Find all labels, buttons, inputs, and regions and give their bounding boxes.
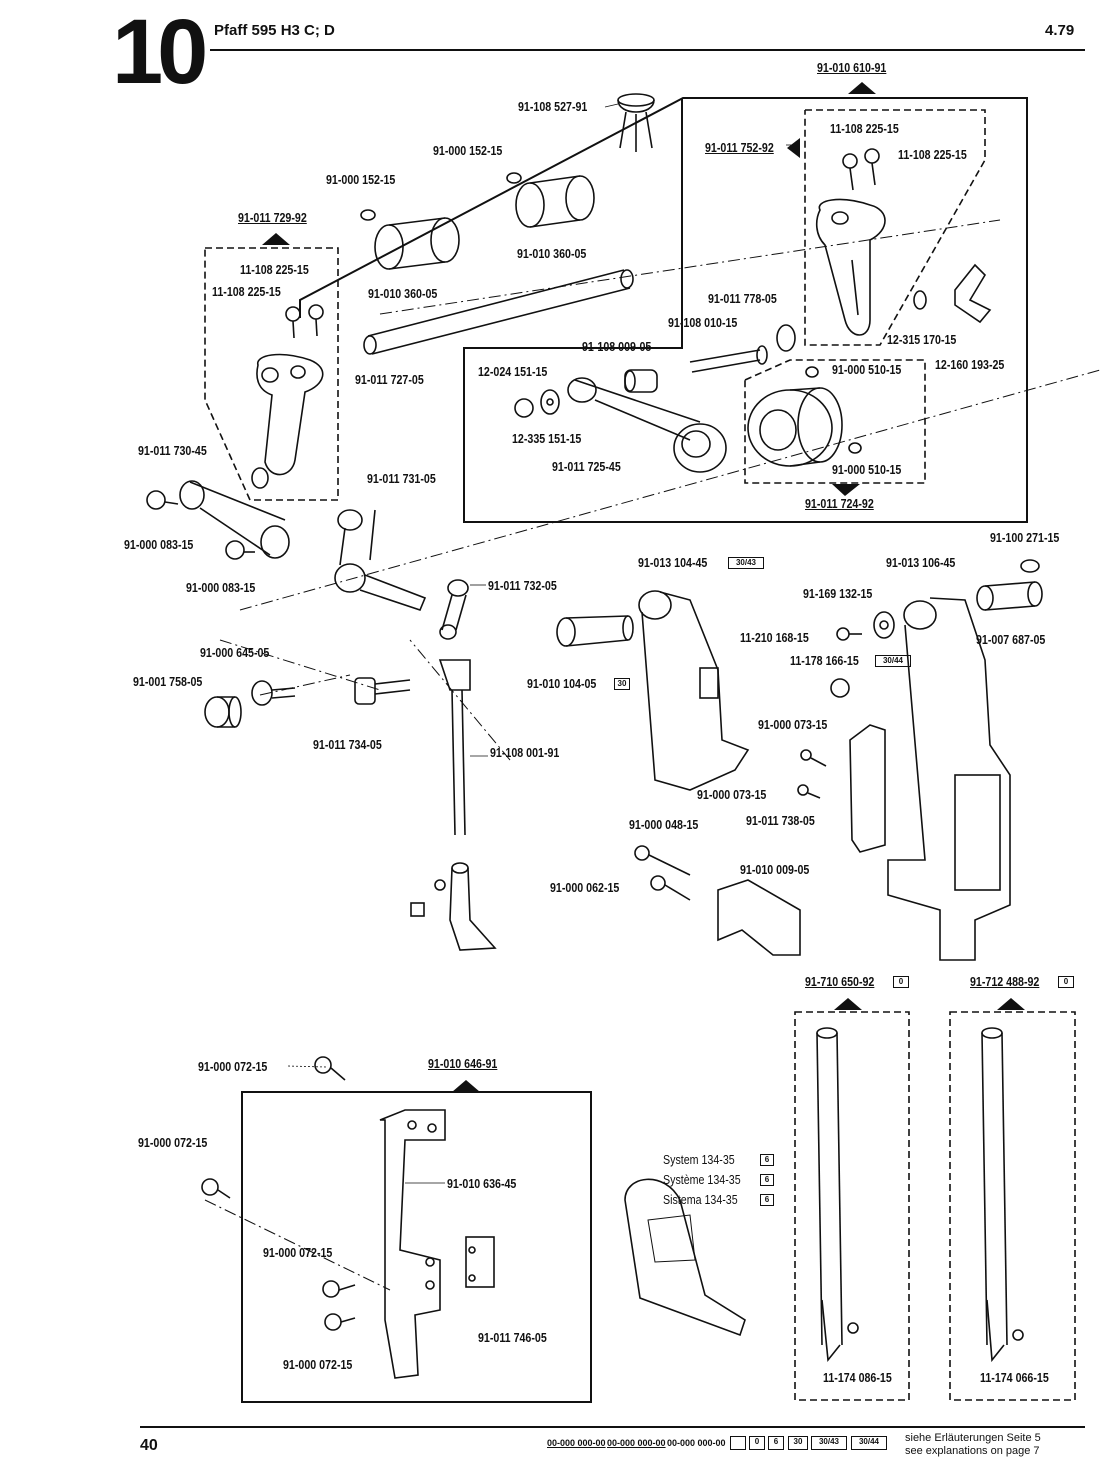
assembly-label: 91-010 610-91 <box>817 60 887 75</box>
legend-box: 30 <box>788 1436 808 1450</box>
part-label: 91-000 072-15 <box>138 1135 208 1150</box>
part-label: 12-335 151-15 <box>512 431 582 446</box>
legend-code: 00-000 000-00 <box>607 1438 666 1448</box>
part-label: 91-108 009-05 <box>582 339 652 354</box>
part-label: 91-000 510-15 <box>832 462 902 477</box>
part-label: 91-010 360-05 <box>368 286 438 301</box>
part-label: 91-010 636-45 <box>447 1176 517 1191</box>
part-label: 11-108 225-15 <box>830 121 899 136</box>
needle-system-fr: Système 134-35 <box>663 1172 741 1187</box>
assembly-label: 91-010 646-91 <box>428 1056 498 1071</box>
part-label: 12-024 151-15 <box>478 364 548 379</box>
part-label: 91-001 758-05 <box>133 674 203 689</box>
part-label: 91-013 106-45 <box>886 555 956 570</box>
part-label: 91-011 731-05 <box>367 471 436 486</box>
assembly-label: 91-011 752-92 <box>705 140 774 155</box>
part-label: 91-000 062-15 <box>550 880 620 895</box>
part-label: 11-178 166-15 <box>790 653 859 668</box>
part-label: 91-013 104-45 <box>638 555 708 570</box>
code-box: 30/44 <box>875 655 911 667</box>
section-number: 10 <box>112 1 208 103</box>
assembly-label: 91-712 488-92 <box>970 974 1040 989</box>
part-label: 11-174 086-15 <box>823 1370 892 1385</box>
part-label: 91-011 727-05 <box>355 372 424 387</box>
part-label: 11-108 225-15 <box>212 284 281 299</box>
assembly-label: 91-710 650-92 <box>805 974 875 989</box>
needle-code-box: 6 <box>760 1154 774 1166</box>
page-date: 4.79 <box>1045 22 1075 39</box>
part-label: 91-000 083-15 <box>186 580 256 595</box>
page-title: Pfaff 595 H3 C; D <box>214 22 335 39</box>
part-label: 91-011 746-05 <box>478 1330 547 1345</box>
part-label: 91-000 645-05 <box>200 645 270 660</box>
part-label: 91-011 778-05 <box>708 291 777 306</box>
part-label: 11-108 225-15 <box>898 147 967 162</box>
part-label: 91-010 360-05 <box>517 246 587 261</box>
part-label: 12-315 170-15 <box>887 332 957 347</box>
part-label: 91-011 725-45 <box>552 459 621 474</box>
part-label: 91-000 152-15 <box>433 143 503 158</box>
part-label: 91-007 687-05 <box>976 632 1046 647</box>
legend-box: 6 <box>768 1436 784 1450</box>
footer-note-de: siehe Erläuterungen Seite 5 <box>905 1432 1041 1444</box>
part-label: 91-100 271-15 <box>990 530 1060 545</box>
legend-code: 00-000 000-00 <box>547 1438 606 1448</box>
part-label: 91-108 527-91 <box>518 99 588 114</box>
part-label: 91-000 073-15 <box>697 787 767 802</box>
needle-system-it: Sistema 134-35 <box>663 1192 738 1207</box>
part-label: 91-108 010-15 <box>668 315 738 330</box>
code-box: 30 <box>614 678 630 690</box>
part-label: 91-000 072-15 <box>263 1245 333 1260</box>
needle-system-de: System 134-35 <box>663 1152 735 1167</box>
part-label: 91-011 730-45 <box>138 443 207 458</box>
part-label: 91-000 072-15 <box>283 1357 353 1372</box>
needle-code-box: 6 <box>760 1174 774 1186</box>
code-box: 30/43 <box>728 557 764 569</box>
code-box: 0 <box>1058 976 1074 988</box>
assembly-label: 91-011 724-92 <box>805 496 874 511</box>
part-label: 12-160 193-25 <box>935 357 1005 372</box>
legend-box: 30/44 <box>851 1436 887 1450</box>
part-label: 91-000 048-15 <box>629 817 699 832</box>
code-box: 0 <box>893 976 909 988</box>
part-label: 11-174 066-15 <box>980 1370 1049 1385</box>
part-label: 91-169 132-15 <box>803 586 873 601</box>
part-label: 91-011 732-05 <box>488 578 557 593</box>
part-label: 91-011 734-05 <box>313 737 382 752</box>
assembly-label: 91-011 729-92 <box>238 210 307 225</box>
part-label: 91-000 072-15 <box>198 1059 268 1074</box>
part-label: 91-000 152-15 <box>326 172 396 187</box>
part-label: 91-010 009-05 <box>740 862 810 877</box>
legend-box: 30/43 <box>811 1436 847 1450</box>
part-label: 91-010 104-05 <box>527 676 597 691</box>
legend-box: 0 <box>749 1436 765 1450</box>
part-label: 11-210 168-15 <box>740 630 809 645</box>
part-label: 91-000 510-15 <box>832 362 902 377</box>
page-number: 40 <box>140 1437 158 1454</box>
part-label: 91-011 738-05 <box>746 813 815 828</box>
legend-box <box>730 1436 746 1450</box>
part-label: 91-108 001-91 <box>490 745 560 760</box>
part-label: 91-000 083-15 <box>124 537 194 552</box>
part-label: 11-108 225-15 <box>240 262 309 277</box>
needle-code-box: 6 <box>760 1194 774 1206</box>
footer-note-en: see explanations on page 7 <box>905 1445 1040 1457</box>
part-label: 91-000 073-15 <box>758 717 828 732</box>
legend-code: 00-000 000-00 <box>667 1438 726 1448</box>
